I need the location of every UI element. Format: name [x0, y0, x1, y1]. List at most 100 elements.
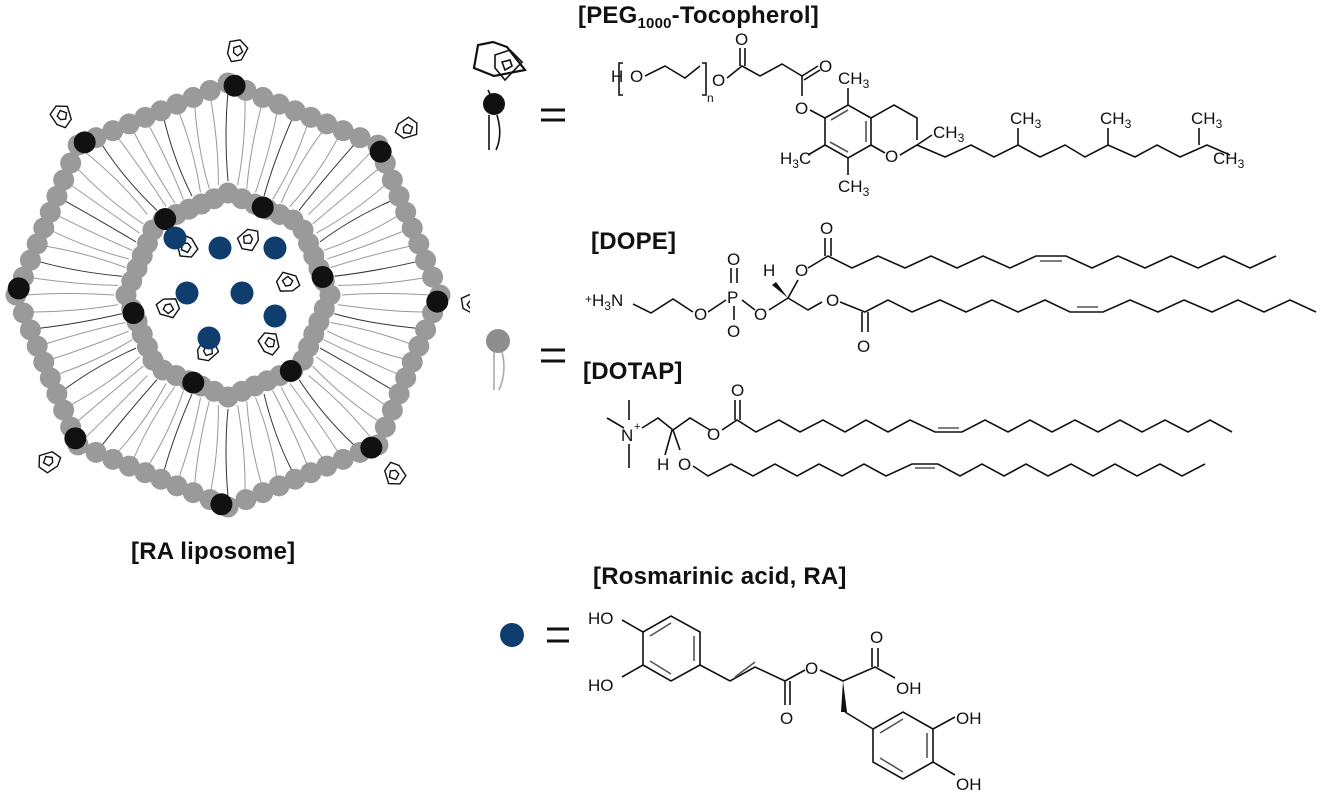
svg-text:CH3: CH3 [933, 123, 965, 145]
peg-tocopherol-title: [PEG1000-Tocopherol] [578, 2, 819, 32]
peg-head [210, 493, 233, 516]
peg-tocopherol-structure: H O n O O O O CH3 H3C CH3 O CH3 CH3 [611, 30, 1245, 199]
lipid-tail [316, 184, 385, 234]
dotap-title: [DOTAP] [583, 358, 683, 385]
drug-symbol [500, 623, 524, 647]
lipid-tail [280, 386, 323, 459]
drug-molecule [175, 281, 199, 305]
lipid-tail [39, 261, 122, 277]
lipid-tail [298, 144, 355, 211]
lipid-tail [263, 119, 293, 197]
lipid-head [332, 448, 354, 470]
lipid-tail [341, 293, 431, 296]
svg-text:H: H [763, 261, 775, 280]
peg-tocopherol-symbol [472, 40, 527, 151]
svg-text:OH: OH [956, 775, 982, 792]
lipid-tail [330, 322, 410, 345]
lipid-head [284, 100, 306, 122]
svg-text:O: O [727, 250, 740, 269]
lipid-tail [263, 393, 293, 471]
peg-head [360, 436, 383, 459]
lipid-tail [326, 230, 404, 260]
lipid-tail [46, 322, 126, 345]
lipid-tail [178, 397, 201, 477]
lipid-tail [194, 106, 210, 189]
svg-text:O: O [805, 659, 818, 678]
lipid-head [85, 441, 107, 463]
lipid-tail [71, 356, 140, 406]
lipid-head [252, 482, 274, 504]
lipid-tail [178, 112, 201, 193]
drug-molecule [208, 236, 232, 260]
lipid-head [235, 489, 257, 511]
lipid-tail [246, 401, 262, 484]
peg-chain-icon [226, 39, 249, 63]
svg-text:O: O [857, 337, 870, 356]
lipid-tail [39, 313, 122, 329]
peg-head [7, 277, 30, 300]
lipid-tail [323, 215, 398, 251]
lipid-head [102, 120, 124, 142]
lipid-head [19, 249, 41, 271]
lipid-tail [237, 100, 246, 186]
lipid-tail [312, 168, 379, 225]
peg-head [369, 140, 392, 163]
lipid-head [388, 383, 410, 405]
lipid-tail [246, 106, 262, 189]
svg-text:CH3: CH3 [1191, 109, 1223, 131]
lipid-head [268, 93, 290, 115]
lipid-tail [194, 401, 210, 484]
lipid-head [12, 302, 34, 324]
peg-chain-icon [460, 293, 470, 316]
lipid-head [300, 106, 322, 128]
lipid-head [415, 249, 437, 271]
svg-text:+: + [585, 292, 592, 306]
lipid-tail [308, 375, 372, 439]
lipid-head [332, 120, 354, 142]
lipid-head [46, 383, 68, 405]
lipid-tail [101, 379, 158, 446]
lipid-head [19, 319, 41, 341]
lipid-tail [326, 330, 404, 360]
lipid-tail [58, 339, 133, 375]
lipid-head [415, 319, 437, 341]
lipid-head [39, 201, 61, 223]
lipid-tail [101, 144, 158, 211]
svg-text:O: O [712, 71, 725, 90]
lipid-tail [117, 138, 167, 207]
svg-text:O: O [678, 455, 691, 474]
drug-molecule [263, 304, 287, 328]
peg-chain-icon [275, 271, 301, 292]
lipid-tail [280, 131, 323, 204]
svg-text:HO: HO [588, 676, 614, 695]
peg-head [251, 196, 274, 219]
lipid-head [401, 351, 423, 373]
svg-text:O: O [735, 30, 748, 49]
liposome-label: [RA liposome] [131, 538, 296, 565]
svg-text:O: O [754, 305, 767, 324]
lipid-tail [338, 277, 424, 286]
lipid-tail [148, 125, 184, 200]
svg-text:n: n [707, 91, 714, 105]
lipid-head [150, 100, 172, 122]
lipid-tail [210, 99, 219, 185]
lipid-head [150, 468, 172, 490]
lipid-tail [334, 313, 417, 329]
peg-chain-icon [257, 332, 280, 356]
lipid-head [33, 217, 55, 239]
lipid-head [381, 169, 403, 191]
lipid-tail [272, 125, 308, 200]
svg-text:O: O [694, 305, 707, 324]
lipid-tail [64, 200, 137, 243]
peg-head [73, 131, 96, 154]
lipid-tail [52, 330, 130, 360]
lipid-head [268, 475, 290, 497]
rosmarinic-acid-title: [Rosmarinic acid, RA] [593, 563, 847, 590]
peg-tocopherol-molecules [7, 39, 470, 516]
lipid-tail [255, 113, 278, 193]
peg-chain-icon [394, 116, 418, 140]
liposome-diagram [5, 39, 470, 518]
lipid-tail [225, 92, 229, 182]
svg-text:O: O [731, 381, 744, 400]
lipid-tail [312, 365, 379, 422]
